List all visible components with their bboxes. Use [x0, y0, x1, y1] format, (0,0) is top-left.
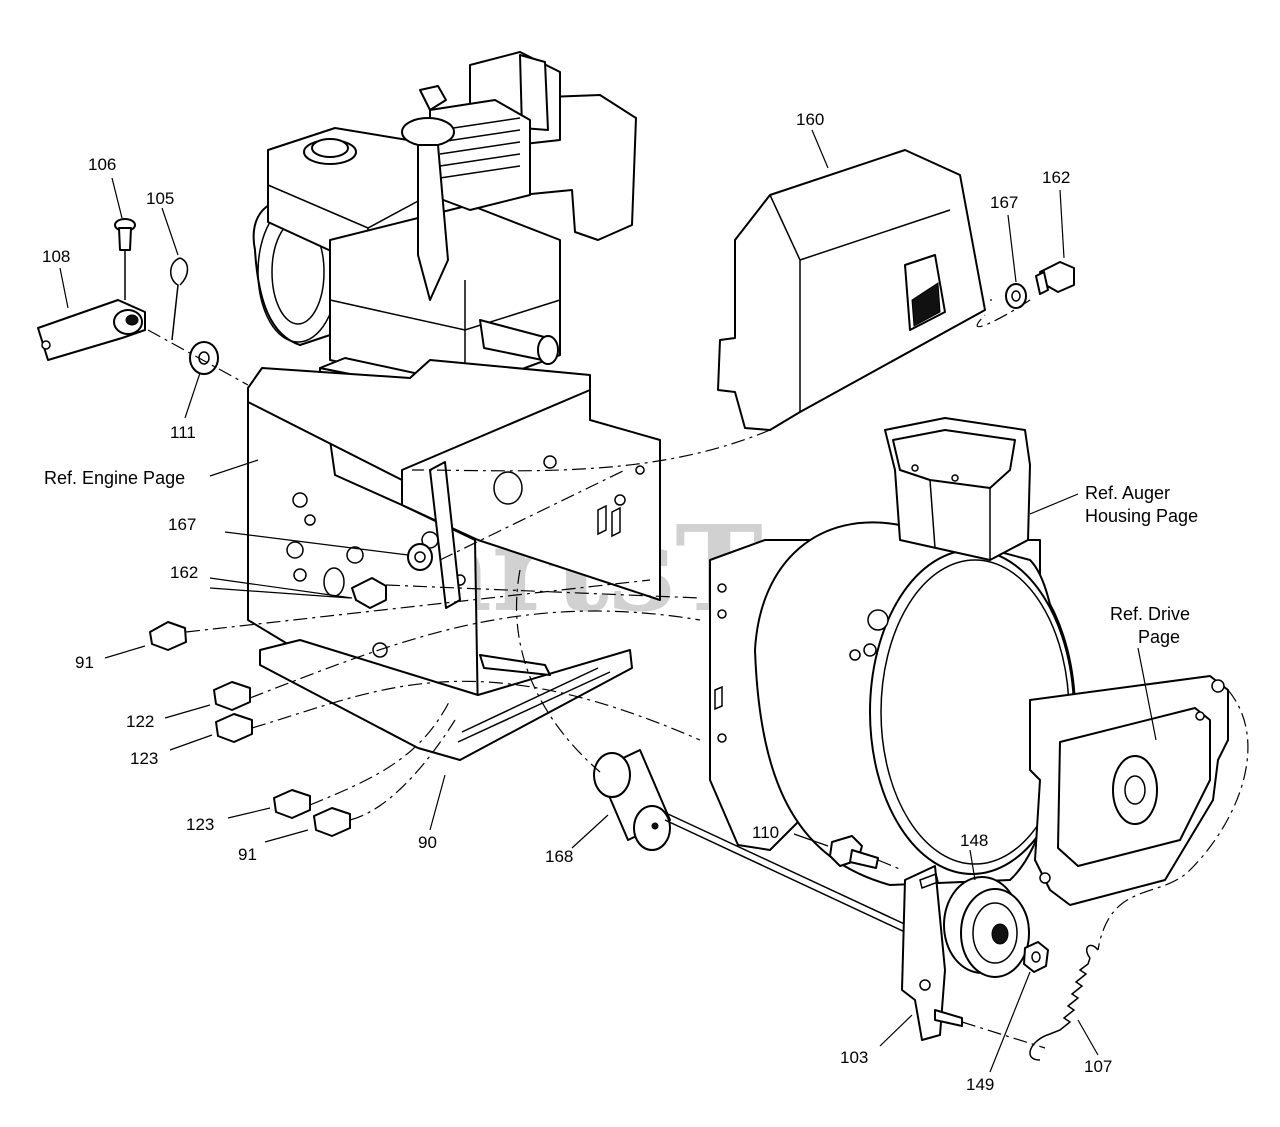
callouts: 106 105 108 111 160 167 162 167 162 91 1… [42, 110, 1112, 1094]
part-110-bolt [829, 835, 879, 869]
callout-90: 90 [418, 833, 437, 852]
callout-168: 168 [545, 847, 573, 866]
frame-chassis [247, 359, 661, 761]
part-123-bolt-lower [273, 789, 311, 819]
part-162-bolt-mid [351, 577, 387, 609]
ref-drive-line1: Ref. Drive [1110, 604, 1190, 624]
assembly-lines [147, 299, 1249, 1049]
drive-plate [1029, 675, 1229, 906]
callout-160: 160 [796, 110, 824, 129]
callout-91-lower: 91 [238, 845, 257, 864]
part-108-arm [37, 299, 146, 361]
part-168-roller [593, 749, 671, 851]
callout-106: 106 [88, 155, 116, 174]
part-167-washer-mid [407, 543, 433, 571]
callout-162-top: 162 [1042, 168, 1070, 187]
ref-auger-housing-line1: Ref. Auger [1085, 483, 1170, 503]
ref-engine-page: Ref. Engine Page [44, 468, 185, 488]
auger-housing [709, 417, 1076, 886]
part-91-bolt-upper [149, 621, 187, 651]
part-162-bolt-top [1035, 261, 1075, 295]
part-148-pulley [943, 876, 1030, 978]
part-111-washer [189, 341, 219, 375]
leader-lines [59, 129, 1157, 1073]
callout-108: 108 [42, 247, 70, 266]
part-91-bolt-lower [313, 807, 351, 837]
part-103-bracket [901, 865, 963, 1041]
callout-149: 149 [966, 1075, 994, 1094]
callout-123-upper: 123 [130, 749, 158, 768]
callout-103: 103 [840, 1048, 868, 1067]
part-106-pin [114, 218, 136, 300]
callout-110: 110 [752, 823, 779, 842]
chute-cover-160 [717, 149, 986, 431]
callout-167-mid: 167 [168, 515, 196, 534]
ref-auger-housing-line2: Housing Page [1085, 506, 1198, 526]
callout-148: 148 [960, 831, 988, 850]
callout-123-lower: 123 [186, 815, 214, 834]
part-167-washer-top [1005, 283, 1027, 309]
callout-111: 111 [170, 423, 196, 442]
part-149-nut [1023, 941, 1049, 973]
part-123-bolt-upper [215, 713, 253, 743]
callout-162-mid: 162 [170, 563, 198, 582]
ref-drive-line2: Page [1138, 627, 1180, 647]
part-122-bolt [213, 681, 251, 711]
callout-105: 105 [146, 189, 174, 208]
reference-labels: Ref. Engine Page Ref. Auger Housing Page… [44, 468, 1198, 647]
callout-122: 122 [126, 712, 154, 731]
part-105-hairpin [170, 257, 189, 341]
callout-107: 107 [1084, 1057, 1112, 1076]
callout-167-top: 167 [990, 193, 1018, 212]
part-107-spring [1029, 944, 1099, 1061]
part-shaft [664, 813, 927, 941]
callout-91-upper: 91 [75, 653, 94, 672]
